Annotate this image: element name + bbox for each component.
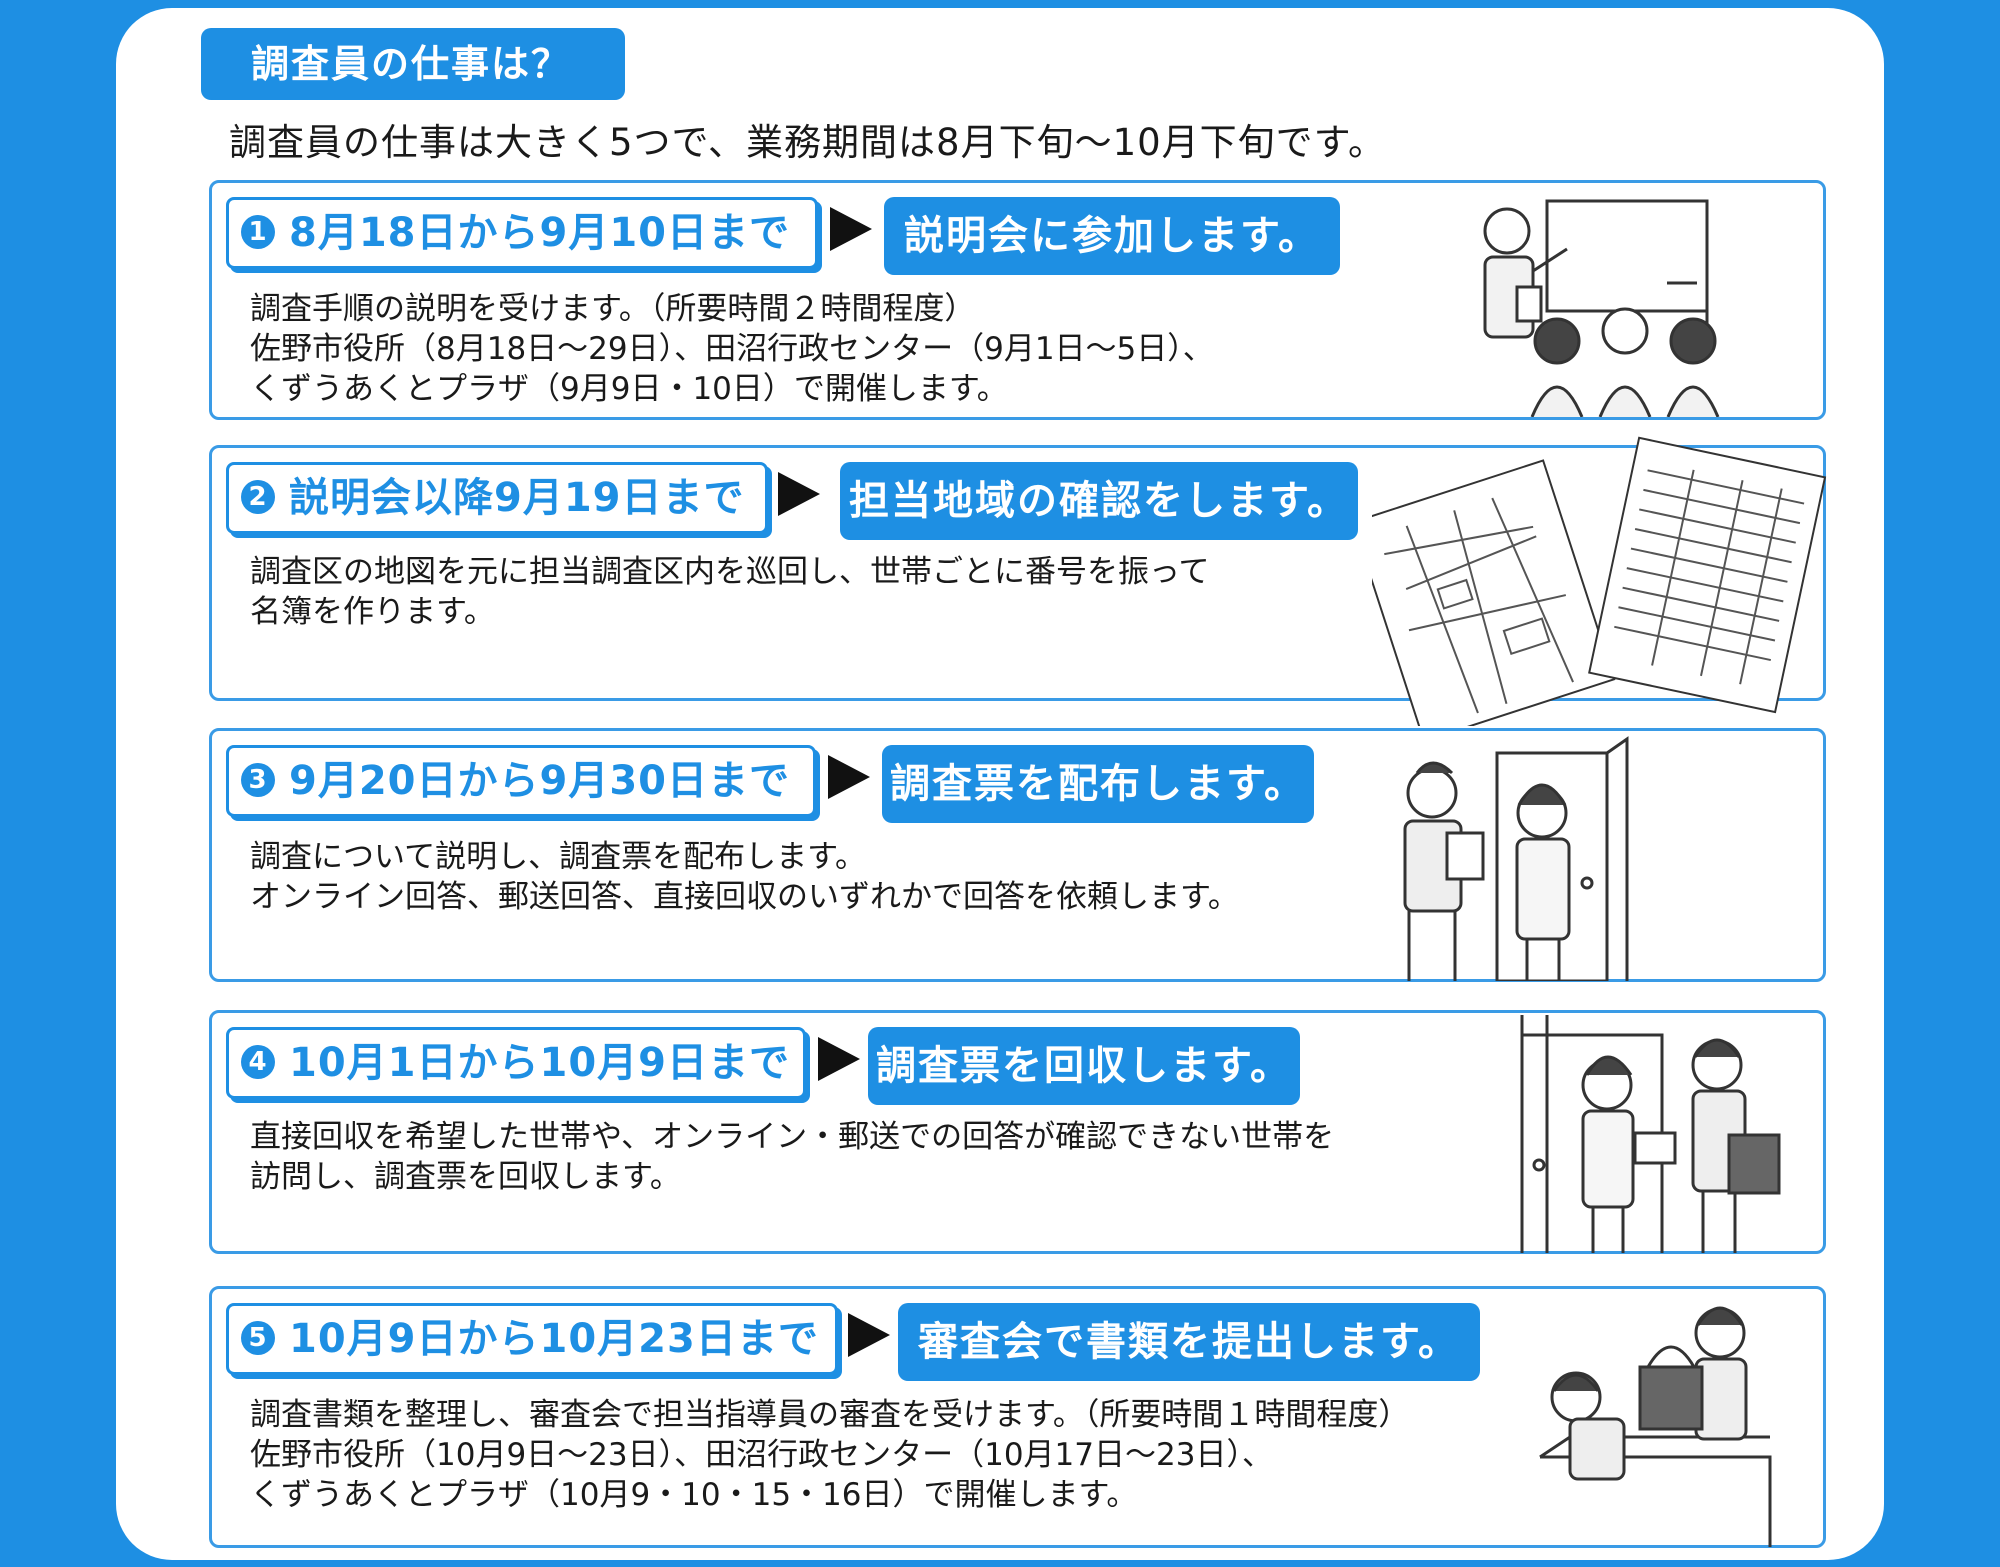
description-line: 名簿を作ります。 xyxy=(250,594,495,630)
step-action: 調査票を回収します。 xyxy=(868,1027,1300,1105)
step-action: 調査票を配布します。 xyxy=(882,745,1314,823)
step-description: 調査区の地図を元に担当調査区内を巡回し、世帯ごとに番号を振って 名簿を作ります。 xyxy=(250,552,1209,632)
step-period-box: 4 10月1日から10月9日まで xyxy=(226,1027,806,1099)
step-4: 4 10月1日から10月9日まで 調査票を回収します。 直接回収を希望した世帯や、… xyxy=(209,1010,1826,1254)
step-action: 説明会に参加します。 xyxy=(884,197,1340,275)
arrow-right-icon xyxy=(830,207,872,251)
step-period-box: 1 8月18日から9月10日まで xyxy=(226,197,818,269)
step-period: 説明会以降9月19日まで xyxy=(289,475,745,521)
step-period: 8月18日から9月10日まで xyxy=(289,210,790,256)
arrow-right-icon xyxy=(818,1037,860,1081)
step-period-box: 2 説明会以降9月19日まで xyxy=(226,462,768,534)
step-number-badge: 1 xyxy=(241,215,275,249)
step-number-badge: 2 xyxy=(241,480,275,514)
step-period-box: 3 9月20日から9月30日まで xyxy=(226,745,816,817)
step-5: 5 10月9日から10月23日まで 審査会で書類を提出します。 調査書類を整理し、… xyxy=(209,1286,1826,1548)
description-line: 訪問し、調査票を回収します。 xyxy=(250,1159,681,1195)
description-line: 直接回収を希望した世帯や、オンライン・郵送での回答が確認できない世帯を xyxy=(250,1119,1335,1155)
step-3: 3 9月20日から9月30日まで 調査票を配布します。 調査について説明し、調査票… xyxy=(209,728,1826,982)
intro-text: 調査員の仕事は大きく5つで、業務期間は8月下旬～10月下旬です。 xyxy=(229,121,1386,164)
arrow-right-icon xyxy=(828,755,870,799)
step-action: 担当地域の確認をします。 xyxy=(840,462,1358,540)
document-submission-illustration xyxy=(1530,1297,1780,1547)
door-visit-distribution-illustration xyxy=(1387,733,1647,981)
step-period: 10月1日から10月9日まで xyxy=(289,1040,790,1086)
description-line: 調査区の地図を元に担当調査区内を巡回し、世帯ごとに番号を振って xyxy=(250,554,1210,590)
description-line: オンライン回答、郵送回答、直接回収のいずれかで回答を依頼します。 xyxy=(250,879,1239,915)
step-period: 9月20日から9月30日まで xyxy=(289,758,790,804)
description-line: 佐野市役所（8月18日～29日）、田沼行政センター（9月1日～5日）、 xyxy=(250,331,1214,367)
step-1: 1 8月18日から9月10日まで 説明会に参加します。 調査手順の説明を受けます。… xyxy=(209,180,1826,420)
step-action: 審査会で書類を提出します。 xyxy=(898,1303,1480,1381)
section-title: 調査員の仕事は？ xyxy=(201,28,625,100)
briefing-session-illustration xyxy=(1457,191,1777,417)
step-description: 調査について説明し、調査票を配布します。 オンライン回答、郵送回答、直接回収のい… xyxy=(250,837,1239,917)
step-period-box: 5 10月9日から10月23日まで xyxy=(226,1303,838,1375)
arrow-right-icon xyxy=(848,1313,890,1357)
step-2: 2 説明会以降9月19日まで 担当地域の確認をします。 調査区の地図を元に担当調査… xyxy=(209,436,1827,726)
step-number-badge: 4 xyxy=(241,1045,275,1079)
description-line: くずうあくとプラザ（9月9日・10日）で開催します。 xyxy=(250,371,1008,407)
step-number-badge: 5 xyxy=(241,1321,275,1355)
description-line: くずうあくとプラザ（10月9・10・15・16日）で開催します。 xyxy=(250,1477,1138,1513)
door-visit-collection-illustration xyxy=(1517,1015,1787,1253)
description-line: 調査手順の説明を受けます。（所要時間２時間程度） xyxy=(250,291,976,327)
description-line: 調査書類を整理し、審査会で担当指導員の審査を受けます。（所要時間１時間程度） xyxy=(250,1397,1410,1433)
step-description: 調査書類を整理し、審査会で担当指導員の審査を受けます。（所要時間１時間程度） 佐… xyxy=(250,1395,1409,1515)
map-and-register-documents-illustration xyxy=(1372,436,1827,726)
arrow-right-icon xyxy=(778,472,820,516)
description-line: 佐野市役所（10月9日～23日）、田沼行政センター（10月17日～23日）、 xyxy=(250,1437,1273,1473)
description-line: 調査について説明し、調査票を配布します。 xyxy=(250,839,866,875)
step-description: 直接回収を希望した世帯や、オンライン・郵送での回答が確認できない世帯を 訪問し、… xyxy=(250,1117,1334,1197)
step-number-badge: 3 xyxy=(241,763,275,797)
step-period: 10月9日から10月23日まで xyxy=(289,1316,819,1362)
step-description: 調査手順の説明を受けます。（所要時間２時間程度） 佐野市役所（8月18日～29日… xyxy=(250,289,1214,409)
